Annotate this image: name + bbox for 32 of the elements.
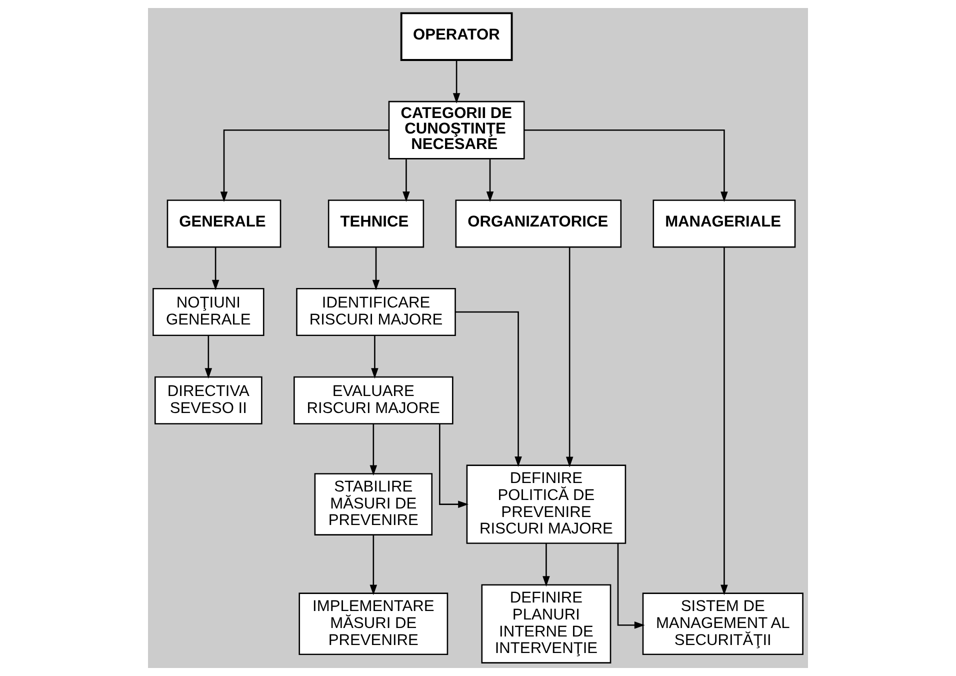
- node-box: SISTEM DE MANAGEMENT AL SECURITĂŢII: [642, 592, 804, 655]
- arrow: [542, 543, 550, 587]
- node-box: CATEGORII DE CUNOŞTINŢE NECESARE: [388, 100, 525, 160]
- arrow: [372, 247, 380, 290]
- node-box: IMPLEMENTARE MĂSURI DE PREVENIRE: [298, 592, 448, 655]
- node-box: NOŢIUNI GENERALE: [152, 288, 264, 336]
- arrow: [220, 129, 389, 202]
- node-box: MANAGERIALE: [652, 200, 796, 248]
- node-box: DIRECTIVA SEVESO II: [154, 376, 262, 424]
- node-box: TEHNICE: [328, 200, 424, 248]
- arrow: [566, 247, 574, 468]
- node-box: STABILIRE MĂSURI DE PREVENIRE: [314, 473, 433, 536]
- arrow: [370, 535, 378, 596]
- arrow: [524, 129, 728, 202]
- arrow: [439, 424, 469, 508]
- arrow: [455, 311, 522, 467]
- arrow: [720, 248, 728, 596]
- node-box: DEFINIRE PLANURI INTERNE DE INTERVENŢIE: [481, 584, 612, 664]
- arrow: [452, 60, 460, 104]
- node-box: DEFINIRE POLITICĂ DE PREVENIRE RISCURI MAJORE: [466, 464, 626, 544]
- node-box: ORGANIZATORICE: [455, 200, 622, 248]
- arrow: [370, 424, 378, 476]
- node-box: IDENTIFICARE RISCURI MAJORE: [296, 288, 456, 336]
- node-box: OPERATOR: [400, 12, 513, 61]
- arrow: [204, 336, 212, 379]
- arrow: [212, 247, 220, 290]
- arrow: [371, 336, 378, 379]
- arrow: [617, 544, 645, 629]
- node-box: GENERALE: [166, 200, 282, 248]
- arrow: [402, 159, 410, 202]
- arrow: [486, 159, 494, 202]
- node-box: EVALUARE RISCURI MAJORE: [294, 376, 454, 424]
